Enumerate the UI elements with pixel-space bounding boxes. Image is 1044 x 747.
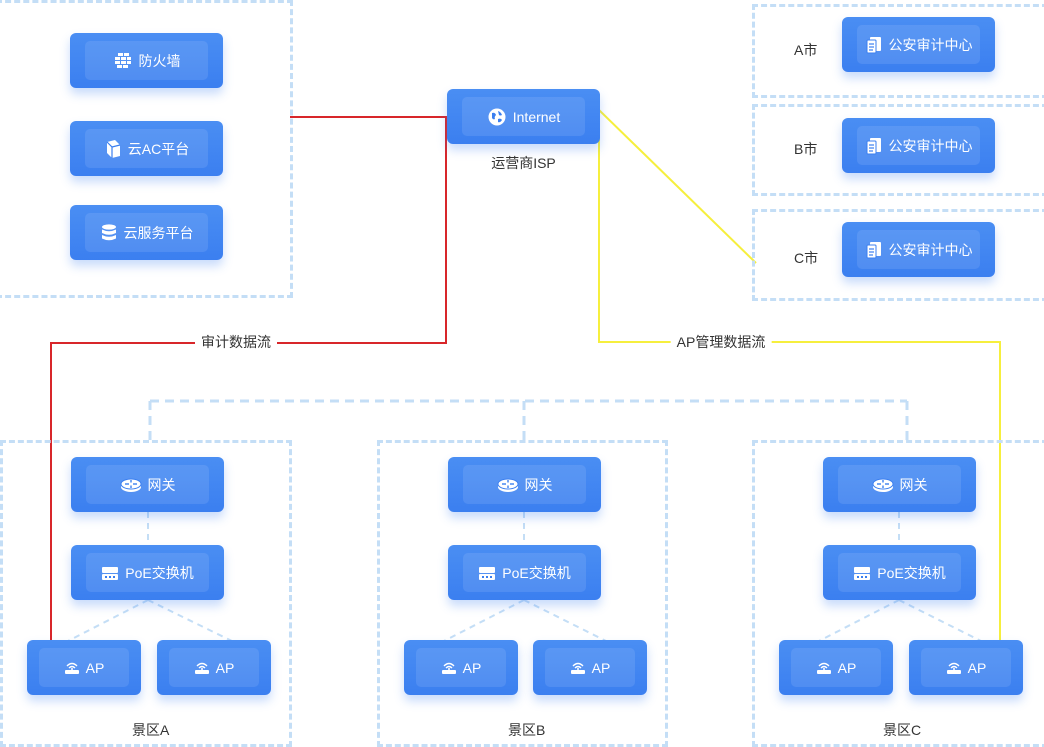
- database-icon: [100, 223, 118, 243]
- internet-label: Internet: [512, 108, 561, 125]
- zone-internal-links: [65, 512, 984, 643]
- firewall-label: 防火墙: [138, 52, 181, 69]
- switch-icon: [478, 565, 496, 581]
- ap-mgmt-flow-label: AP管理数据流: [670, 332, 772, 352]
- cloud-service-node[interactable]: 云服务平台: [70, 205, 223, 260]
- wifi-ap-icon: [946, 661, 962, 675]
- poe-switch-node-a[interactable]: PoE交换机: [71, 545, 224, 600]
- wifi-ap-icon: [64, 661, 80, 675]
- ap-node-c2[interactable]: AP: [909, 640, 1023, 695]
- switch-icon: [101, 565, 119, 581]
- switch-icon: [853, 565, 871, 581]
- gateway-label: 网关: [899, 476, 928, 493]
- zone-group-b: [377, 440, 668, 747]
- poe-switch-label: PoE交换机: [502, 564, 571, 581]
- ap-node-b2[interactable]: AP: [533, 640, 647, 695]
- city-name-a: A市: [794, 42, 818, 58]
- poe-switch-node-c[interactable]: PoE交换机: [823, 545, 976, 600]
- city-name-c: C市: [794, 250, 819, 266]
- zone-name-a: 景区A: [132, 722, 170, 738]
- audit-center-b[interactable]: 公安审计中心: [842, 118, 995, 173]
- audit-center-label: 公安审计中心: [888, 36, 973, 53]
- audit-document-icon: [865, 36, 883, 54]
- city-group-b: [752, 104, 1044, 196]
- poe-switch-node-b[interactable]: PoE交换机: [448, 545, 601, 600]
- gateway-label: 网关: [524, 476, 553, 493]
- ap-label: AP: [967, 659, 987, 676]
- zone-group-c: [752, 440, 1044, 747]
- ap-label: AP: [591, 659, 611, 676]
- cloud-ac-node[interactable]: 云AC平台: [70, 121, 223, 176]
- router-icon: [872, 477, 894, 493]
- router-icon: [497, 477, 519, 493]
- wifi-ap-icon: [816, 661, 832, 675]
- audit-center-a[interactable]: 公安审计中心: [842, 17, 995, 72]
- firewall-icon: [113, 51, 133, 71]
- cloud-ac-label: 云AC平台: [127, 140, 190, 157]
- poe-switch-label: PoE交换机: [877, 564, 946, 581]
- gateway-label: 网关: [147, 476, 176, 493]
- cloud-platform-group: [0, 0, 293, 298]
- zone-group-a: [0, 440, 292, 747]
- gateway-node-c[interactable]: 网关: [823, 457, 976, 512]
- ap-node-a2[interactable]: AP: [157, 640, 271, 695]
- audit-document-icon: [865, 137, 883, 155]
- ap-label: AP: [462, 659, 482, 676]
- audit-document-icon: [865, 241, 883, 259]
- wifi-ap-icon: [194, 661, 210, 675]
- audit-flow-label: 审计数据流: [195, 332, 277, 352]
- gateway-node-a[interactable]: 网关: [71, 457, 224, 512]
- internet-node[interactable]: Internet: [447, 89, 600, 144]
- audit-center-c[interactable]: 公安审计中心: [842, 222, 995, 277]
- city-group-a: [752, 4, 1044, 98]
- router-icon: [120, 477, 142, 493]
- city-group-c: [752, 209, 1044, 301]
- ap-mgmt-flow-line: [598, 117, 1001, 640]
- globe-icon: [487, 107, 507, 127]
- city-name-b: B市: [794, 141, 818, 157]
- cloud-service-label: 云服务平台: [123, 224, 194, 241]
- ap-node-a1[interactable]: AP: [27, 640, 141, 695]
- poe-switch-label: PoE交换机: [125, 564, 194, 581]
- ap-node-b1[interactable]: AP: [404, 640, 518, 695]
- ap-node-c1[interactable]: AP: [779, 640, 893, 695]
- wifi-ap-icon: [441, 661, 457, 675]
- ap-label: AP: [837, 659, 857, 676]
- zone-tree-connector: [148, 399, 909, 440]
- ap-label: AP: [215, 659, 235, 676]
- cloud-ac-icon: [104, 139, 122, 159]
- zone-name-c: 景区C: [883, 722, 922, 738]
- isp-caption: 运营商ISP: [491, 155, 556, 171]
- gateway-node-b[interactable]: 网关: [448, 457, 601, 512]
- audit-center-label: 公安审计中心: [888, 241, 973, 258]
- isp-to-city-line: [598, 109, 757, 264]
- firewall-node[interactable]: 防火墙: [70, 33, 223, 88]
- ap-label: AP: [85, 659, 105, 676]
- audit-center-label: 公安审计中心: [888, 137, 973, 154]
- wifi-ap-icon: [570, 661, 586, 675]
- zone-name-b: 景区B: [508, 722, 546, 738]
